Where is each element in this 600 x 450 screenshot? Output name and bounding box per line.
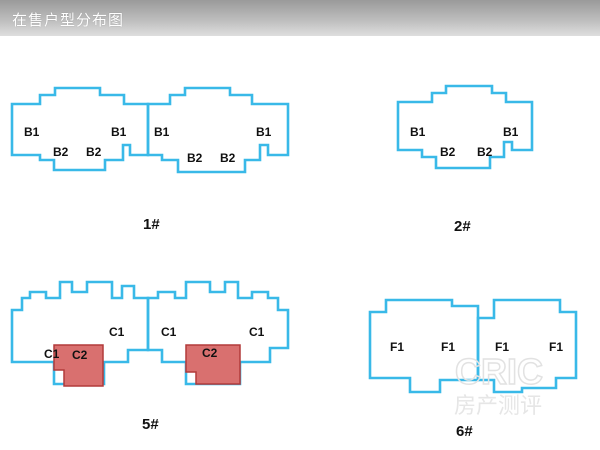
- page-title: 在售户型分布图: [12, 12, 125, 29]
- unit-label: C2: [202, 346, 218, 360]
- unit-label: C1: [161, 325, 177, 339]
- watermark-logo: CRIC: [455, 351, 543, 392]
- building-2-outline: [396, 84, 534, 170]
- unit-label: B1: [111, 125, 127, 139]
- unit-label: C1: [109, 325, 125, 339]
- unit-label: B2: [220, 151, 236, 165]
- unit-label: B1: [410, 125, 426, 139]
- unit-label: F1: [549, 340, 563, 354]
- building-5-right-wing: [146, 280, 290, 386]
- building-label: 1#: [143, 216, 160, 233]
- unit-label: F1: [495, 340, 509, 354]
- building-6-right-wing: [476, 298, 578, 394]
- building-1-left-wing: [10, 86, 150, 172]
- unit-label: B2: [53, 145, 69, 159]
- unit-label: F1: [441, 340, 455, 354]
- unit-label: B1: [256, 125, 272, 139]
- unit-label: B2: [86, 145, 102, 159]
- building-1-right-wing: [146, 86, 290, 174]
- unit-label: B2: [477, 145, 493, 159]
- unit-label: C1: [44, 347, 60, 361]
- header-bar: 在售户型分布图: [0, 0, 600, 36]
- unit-label: B1: [503, 125, 519, 139]
- unit-label: B2: [187, 151, 203, 165]
- unit-label: B2: [440, 145, 456, 159]
- building-label: 2#: [454, 218, 471, 235]
- highlight-unit-right: [185, 344, 241, 385]
- building-label: 6#: [456, 423, 473, 440]
- unit-label: B1: [24, 125, 40, 139]
- building-5-left-wing: [10, 280, 150, 386]
- watermark-subtext: 房产测评: [454, 394, 542, 419]
- unit-label: F1: [390, 340, 404, 354]
- building-label: 5#: [142, 416, 159, 433]
- highlight-unit-left: [53, 344, 104, 387]
- unit-label: B1: [154, 125, 170, 139]
- unit-label: C2: [72, 348, 88, 362]
- outlines-group: [10, 84, 578, 394]
- unit-label: C1: [249, 325, 265, 339]
